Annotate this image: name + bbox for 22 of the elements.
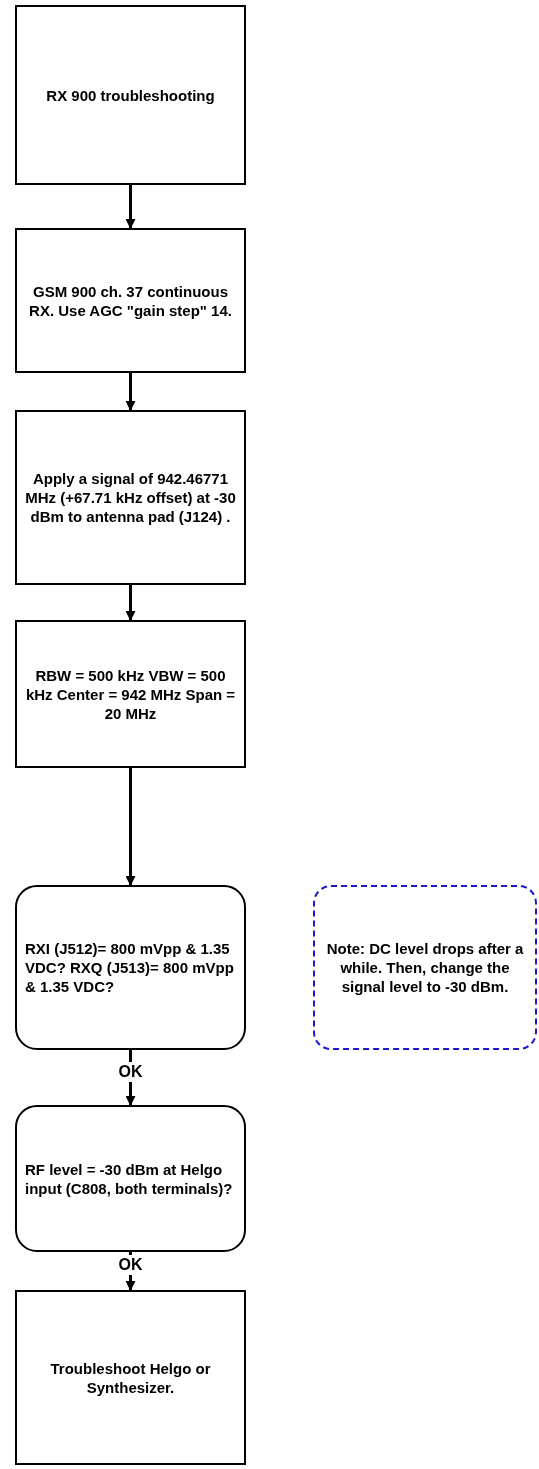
decision-box <box>15 1105 246 1252</box>
box-text: Apply a signal of 942.46771 MHz (+67.71 kHz offset) at -30 dBm to antenna pad (J124) . <box>25 469 236 526</box>
process-box <box>15 410 246 585</box>
box-text: RXI (J512)= 800 mVpp & 1.35 VDC? RXQ (J513)= 800 mVpp & 1.35 VDC? <box>25 939 235 996</box>
edge-label: OK <box>116 1061 145 1082</box>
process-box <box>15 228 246 373</box>
arrow <box>125 768 136 886</box>
process-box <box>15 1290 246 1465</box>
note-box <box>313 885 537 1050</box>
arrow <box>125 585 136 621</box>
process-box <box>15 5 246 185</box>
box-text: RBW = 500 kHz VBW = 500 kHz Center = 942 MHz Span = 20 MHz <box>25 665 236 723</box>
arrow <box>125 185 136 229</box>
box-text: RF level = -30 dBm at Helgo input (C808, both terminals)? <box>25 1159 234 1198</box>
arrow <box>125 373 136 411</box>
box-text: Troubleshoot Helgo or Synthesizer. <box>49 1358 212 1397</box>
decision-box <box>15 885 246 1050</box>
box-text: RX 900 troubleshooting <box>46 85 215 105</box>
edge-label: OK <box>116 1255 145 1275</box>
process-box <box>15 620 246 768</box>
box-text: Note: DC level drops after a while. Then, change the signal level to -30 dBm. <box>325 939 525 996</box>
box-text: GSM 900 ch. 37 continuous RX. Use AGC "gain step" 14. <box>28 281 233 320</box>
